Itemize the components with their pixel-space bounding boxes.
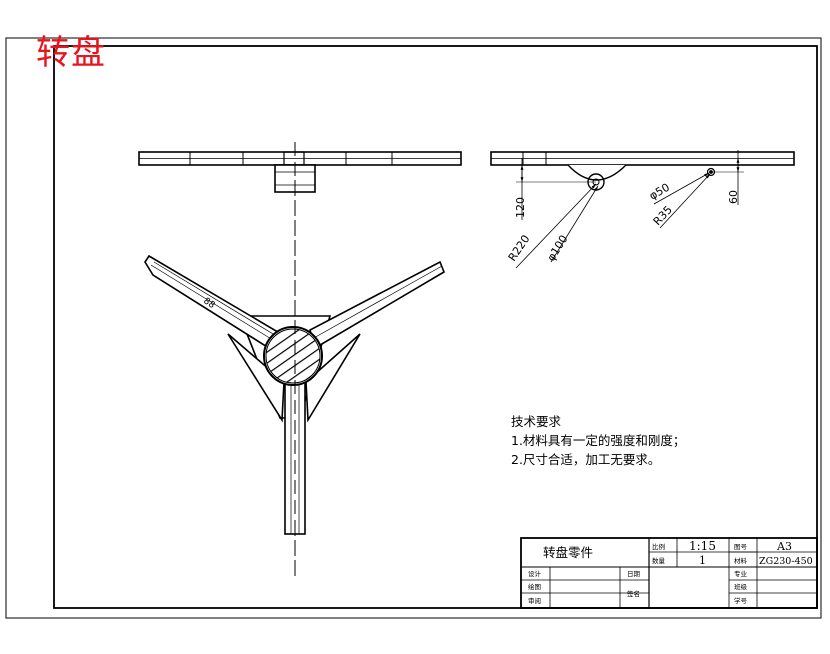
sheet-value: A3 (776, 540, 792, 553)
id-label: 学号 (734, 596, 748, 605)
part-name: 转盘零件 (543, 545, 593, 560)
dim-d100: φ100 (545, 233, 571, 264)
material-value: ZG230-450 (759, 556, 813, 567)
tech-item-1: 1.材料具有一定的强度和刚度； (511, 433, 686, 448)
major-label: 专业 (734, 569, 748, 578)
drawn-label: 绘图 (528, 582, 541, 591)
y-shaped-arms-view (144, 180, 445, 580)
scale-value: 1:15 (689, 539, 716, 553)
dim-120: 120 (514, 197, 527, 218)
title-block (520, 537, 818, 609)
date-label: 日期 (627, 570, 641, 578)
right-side-view (490, 150, 795, 269)
dim-r220: R220 (506, 233, 533, 264)
dim-60: 60 (727, 190, 740, 204)
review-label: 审阅 (528, 596, 541, 605)
quantity-value: 1 (699, 554, 706, 567)
class-label: 班级 (734, 582, 748, 591)
material-label: 材料 (734, 556, 748, 565)
outer-frame (5, 37, 822, 619)
quantity-label: 数量 (652, 556, 666, 565)
drawing-title: 转盘 (36, 33, 106, 73)
tech-heading: 技术要求 (511, 414, 562, 429)
sheet-label: 图号 (734, 543, 748, 551)
technical-requirements: 技术要求 1.材料具有一定的强度和刚度； 2.尺寸合适，加工无要求。 (511, 412, 685, 469)
scale-label: 比例 (652, 542, 665, 551)
sign-label: 签名 (627, 589, 640, 598)
tech-item-2: 2.尺寸合适，加工无要求。 (511, 452, 661, 467)
inner-frame (53, 45, 818, 609)
design-label: 设计 (528, 569, 542, 578)
dim-r35: R35 (651, 203, 675, 228)
dim-d50: φ50 (647, 181, 672, 203)
